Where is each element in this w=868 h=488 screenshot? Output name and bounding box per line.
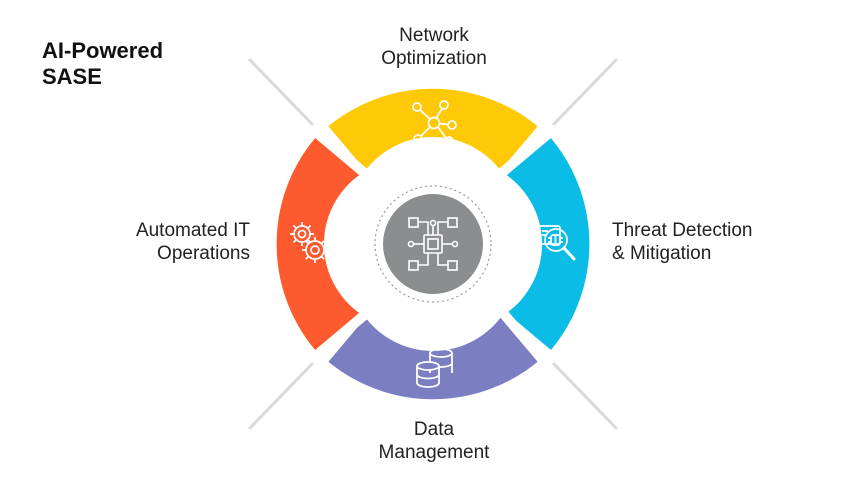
connector-top-right xyxy=(552,58,618,126)
center-dashed-ring xyxy=(374,185,492,303)
gears-icon xyxy=(290,222,328,263)
database-icon xyxy=(416,348,453,388)
label-left-line-2: Operations xyxy=(157,243,250,264)
connector-bottom-right xyxy=(552,362,618,430)
label-data-management: Data Management xyxy=(334,418,534,464)
ai-chip-icon xyxy=(407,217,459,271)
label-threat-detection: Threat Detection & Mitigation xyxy=(612,219,822,265)
label-top-line-2: Optimization xyxy=(381,48,487,69)
center-hub xyxy=(383,194,483,294)
label-network-optimization: Network Optimization xyxy=(334,24,534,70)
network-nodes-icon xyxy=(412,100,457,146)
label-right-line-1: Threat Detection xyxy=(612,220,753,241)
label-bottom-line-1: Data xyxy=(413,419,455,440)
label-top-line-1: Network xyxy=(399,25,469,46)
connector-lines xyxy=(248,58,618,430)
title-line-2: SASE xyxy=(42,64,102,89)
label-automated-it-operations: Automated IT Operations xyxy=(70,219,250,265)
label-right-line-2: & Mitigation xyxy=(612,243,712,264)
diagram-title: AI-Powered SASE xyxy=(42,38,163,90)
label-bottom-line-2: Management xyxy=(378,442,490,463)
label-left-line-1: Automated IT xyxy=(135,220,250,241)
connector-bottom-left xyxy=(248,362,314,430)
connector-top-left xyxy=(248,58,314,126)
threat-search-icon xyxy=(537,225,576,261)
title-line-1: AI-Powered xyxy=(42,38,164,63)
segment-automated-it-operations xyxy=(266,126,373,362)
